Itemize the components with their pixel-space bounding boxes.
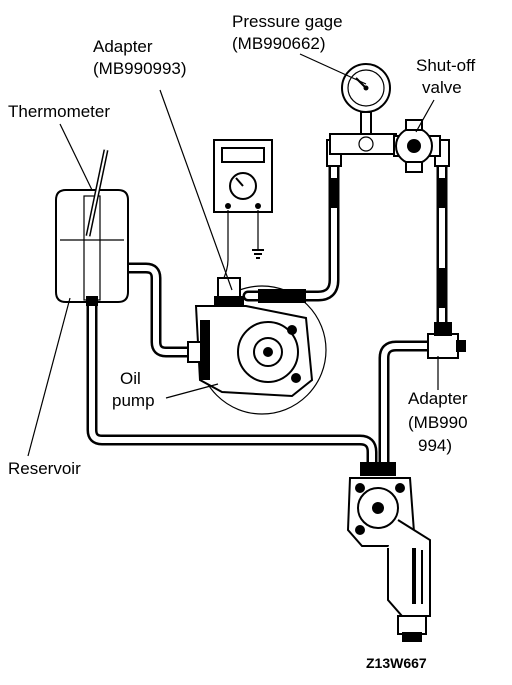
label-adapter-top-code: (MB990993) bbox=[93, 59, 187, 78]
label-valve: valve bbox=[422, 78, 462, 97]
label-pressure-gage-code: (MB990662) bbox=[232, 34, 326, 53]
thermometer bbox=[85, 149, 109, 237]
label-shut-off: Shut-off bbox=[416, 56, 476, 75]
multimeter bbox=[213, 139, 273, 283]
label-adapter-right: Adapter bbox=[408, 389, 468, 408]
pressure-gauge bbox=[329, 63, 397, 155]
label-pressure-gage: Pressure gage bbox=[232, 12, 343, 31]
right-adapter bbox=[427, 322, 466, 359]
label-thermometer: Thermometer bbox=[8, 102, 110, 121]
shut-off-valve bbox=[393, 119, 441, 173]
figure-code: Z13W667 bbox=[366, 655, 427, 671]
label-oil: Oil bbox=[120, 369, 141, 388]
label-reservoir: Reservoir bbox=[8, 459, 81, 478]
label-pump: pump bbox=[112, 391, 155, 410]
callout-labels: Pressure gage (MB990662) Adapter (MB9909… bbox=[8, 12, 476, 671]
leader-lines bbox=[27, 53, 439, 457]
label-adapter-right-code-2: 994) bbox=[418, 436, 452, 455]
reservoir bbox=[55, 189, 129, 306]
steering-gear-box bbox=[346, 462, 431, 642]
label-adapter-right-code-1: (MB990 bbox=[408, 413, 468, 432]
oil-pump bbox=[187, 277, 327, 415]
label-adapter-top: Adapter bbox=[93, 37, 153, 56]
